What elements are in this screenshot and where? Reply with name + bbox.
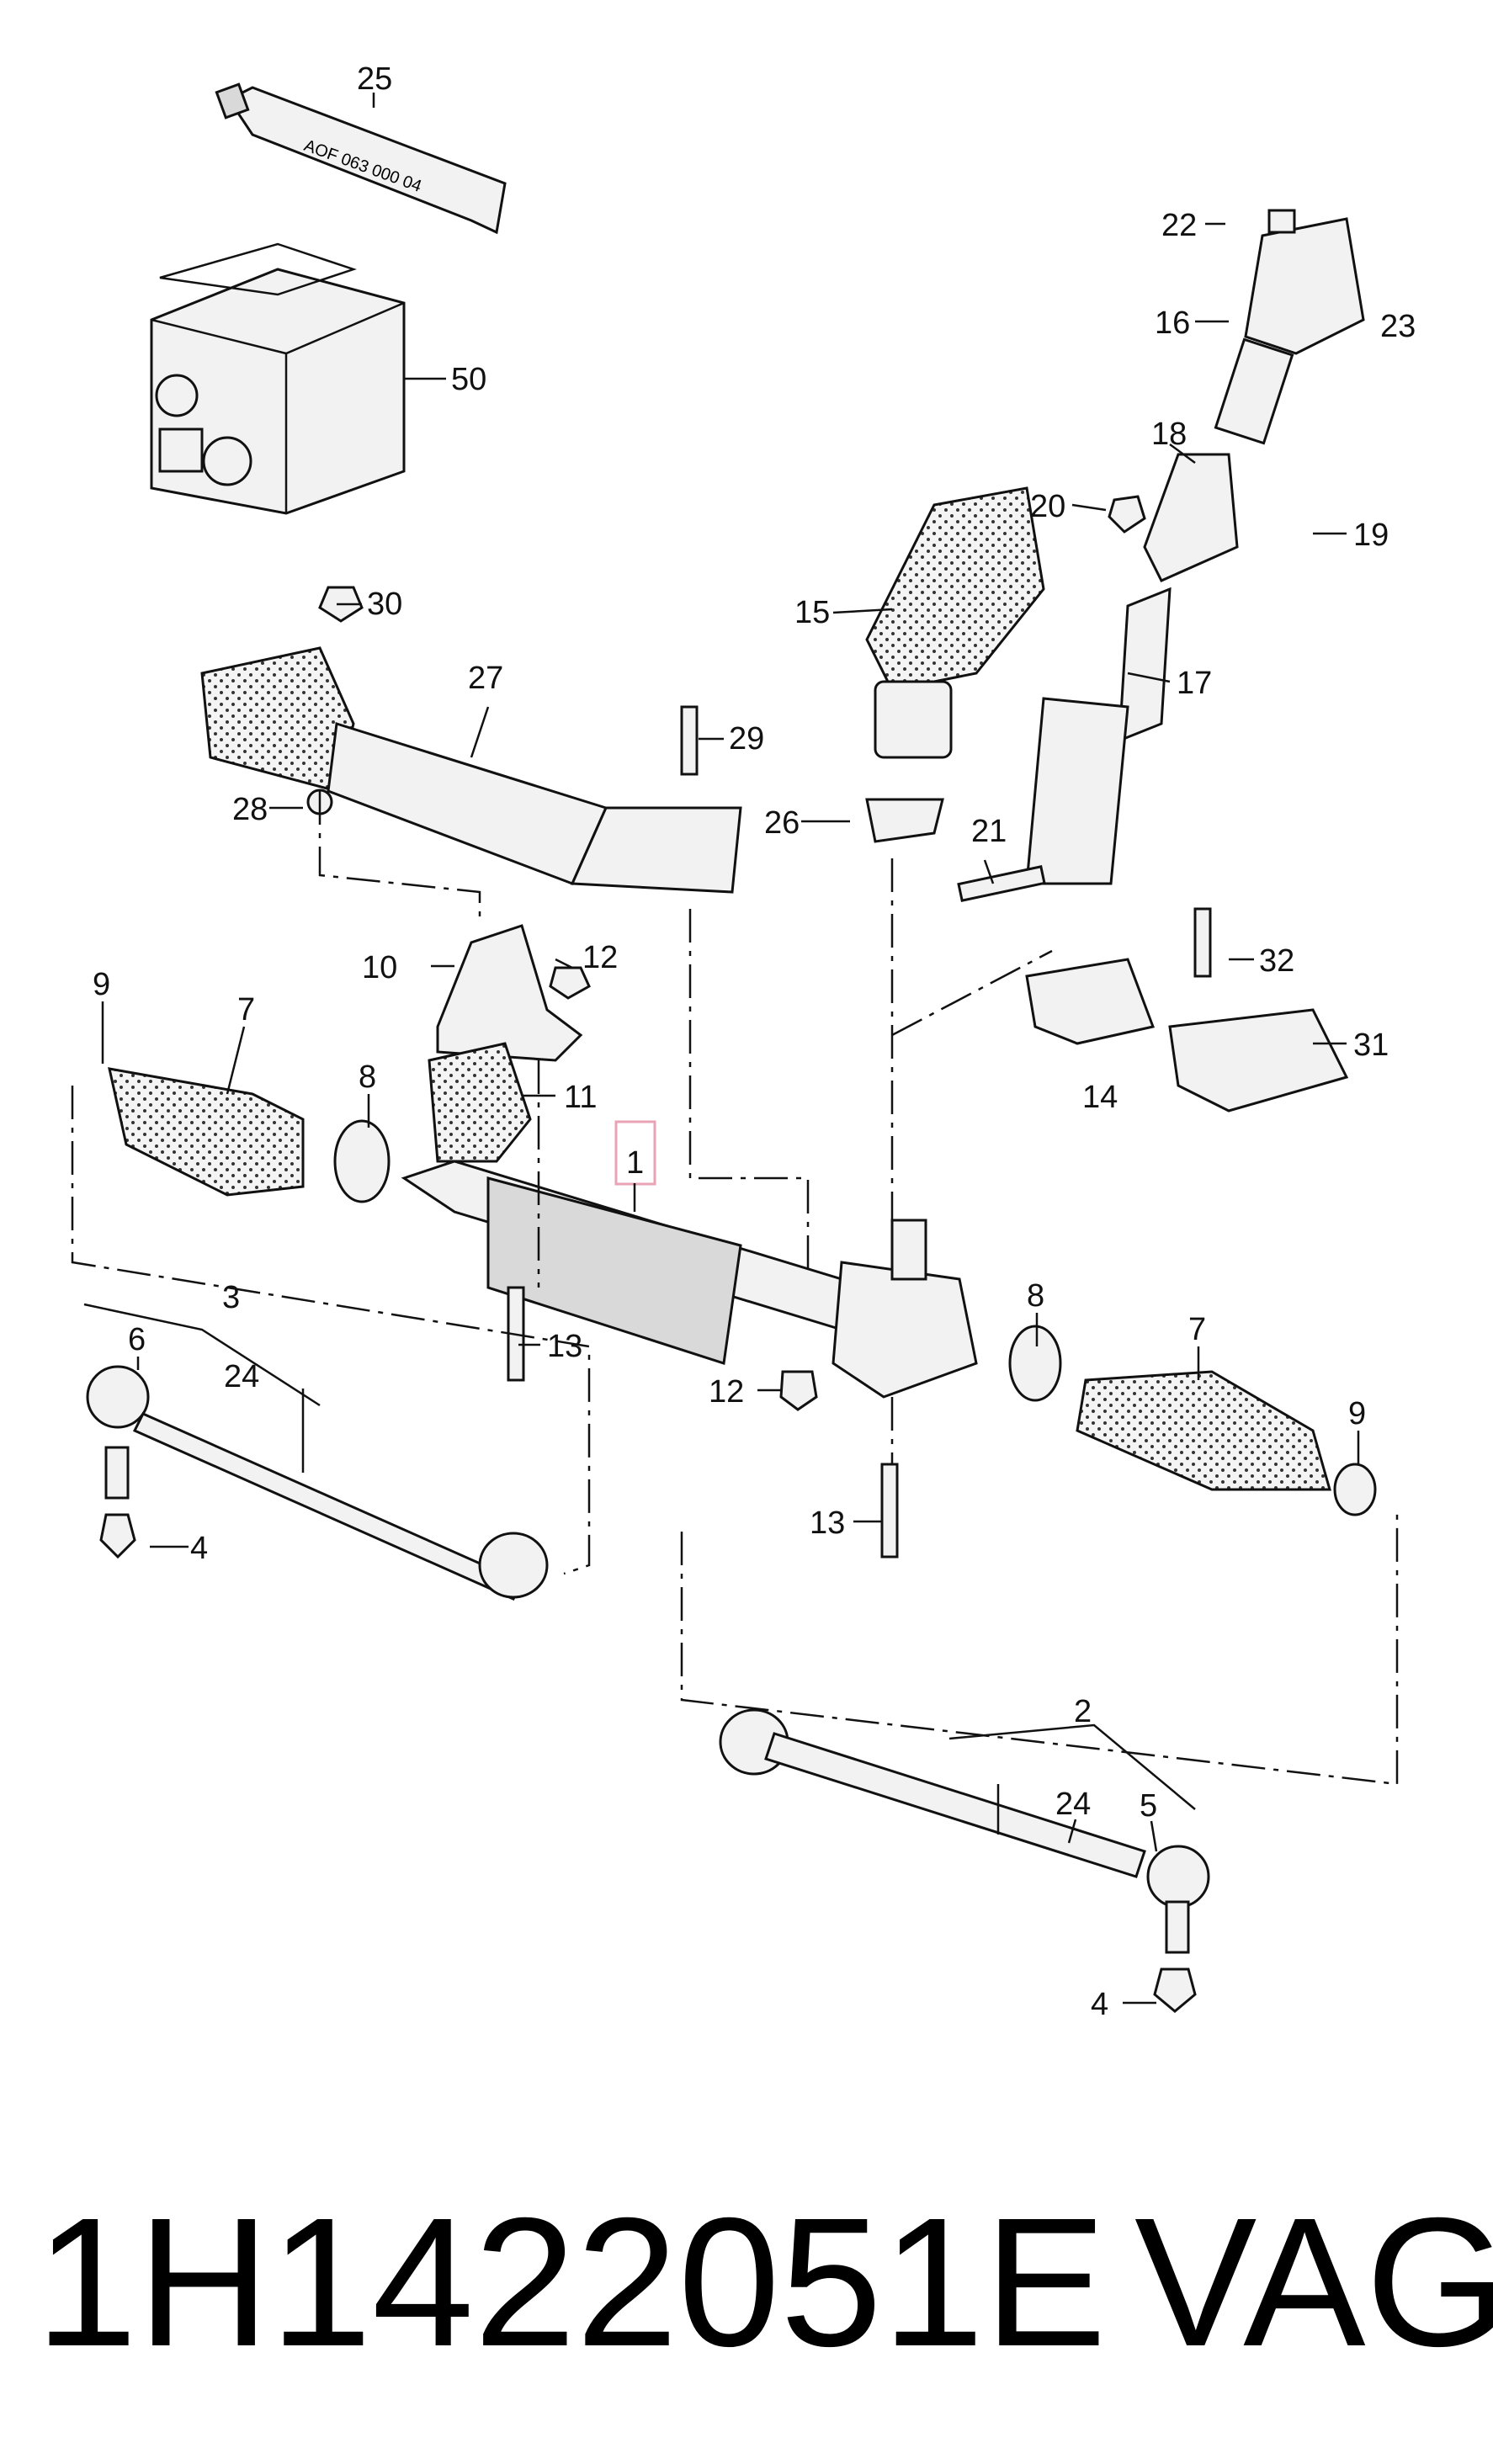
label-16: 16 (1155, 305, 1190, 341)
label-32: 32 (1259, 943, 1294, 979)
label-8b: 8 (1027, 1278, 1044, 1314)
label-24b: 24 (1055, 1787, 1091, 1822)
bellows-left (108, 1067, 391, 1203)
part-labels: 25 50 30 27 28 29 15 26 21 22 23 16 18 2… (93, 61, 1416, 2022)
tie-rod-left (86, 1365, 549, 1601)
label-13a: 13 (547, 1329, 582, 1364)
label-18: 18 (1151, 417, 1187, 452)
bellows-right (1008, 1325, 1377, 1516)
label-5: 5 (1140, 1788, 1157, 1824)
steering-rack-exploded-diagram: AOF 063 000 04 (71, 61, 1416, 2022)
label-27: 27 (468, 661, 503, 696)
label-26: 26 (764, 805, 800, 841)
label-8a: 8 (359, 1059, 376, 1095)
label-28: 28 (232, 792, 268, 827)
label-20: 20 (1030, 489, 1065, 524)
label-4a: 4 (190, 1531, 208, 1566)
part-number: 1H1422051E (35, 2180, 1107, 2385)
label-17: 17 (1177, 666, 1212, 701)
label-30: 30 (367, 587, 402, 622)
label-13b: 13 (810, 1505, 845, 1541)
label-12a: 12 (582, 940, 618, 975)
label-50: 50 (451, 362, 486, 397)
universal-joint-upper (1214, 217, 1365, 445)
label-7b: 7 (1188, 1312, 1206, 1347)
label-1: 1 (626, 1145, 644, 1181)
label-12b: 12 (709, 1374, 744, 1410)
label-25: 25 (357, 61, 392, 97)
label-9a: 9 (93, 967, 110, 1002)
label-29: 29 (729, 721, 764, 757)
label-24a: 24 (224, 1359, 259, 1394)
label-19: 19 (1353, 518, 1389, 553)
label-31: 31 (1353, 1028, 1389, 1063)
steering-rack (401, 1160, 978, 1399)
leader-lines (83, 93, 1360, 2005)
grease-tube: AOF 063 000 04 (215, 82, 507, 235)
label-2: 2 (1074, 1694, 1092, 1729)
label-15: 15 (794, 595, 830, 630)
steering-column-boot (865, 486, 1045, 759)
parts-box (150, 242, 406, 515)
label-21: 21 (971, 814, 1007, 849)
tie-rod-right (719, 1708, 1210, 2013)
label-4b: 4 (1091, 1987, 1108, 2022)
label-14: 14 (1082, 1080, 1118, 1115)
rack-bushing (428, 1042, 532, 1163)
label-11: 11 (564, 1080, 597, 1115)
label-3: 3 (222, 1280, 240, 1315)
coupling-sleeve (1143, 453, 1239, 582)
label-9b: 9 (1348, 1396, 1366, 1431)
label-6: 6 (128, 1322, 146, 1357)
intermediate-shaft (1025, 587, 1172, 885)
brand-name: VAG (1134, 2180, 1493, 2385)
label-22: 22 (1161, 208, 1197, 243)
hardware-parts (306, 209, 1349, 1559)
rack-boot-cover (200, 646, 742, 894)
label-23: 23 (1380, 309, 1416, 344)
label-7a: 7 (237, 992, 255, 1028)
label-10: 10 (362, 950, 397, 985)
